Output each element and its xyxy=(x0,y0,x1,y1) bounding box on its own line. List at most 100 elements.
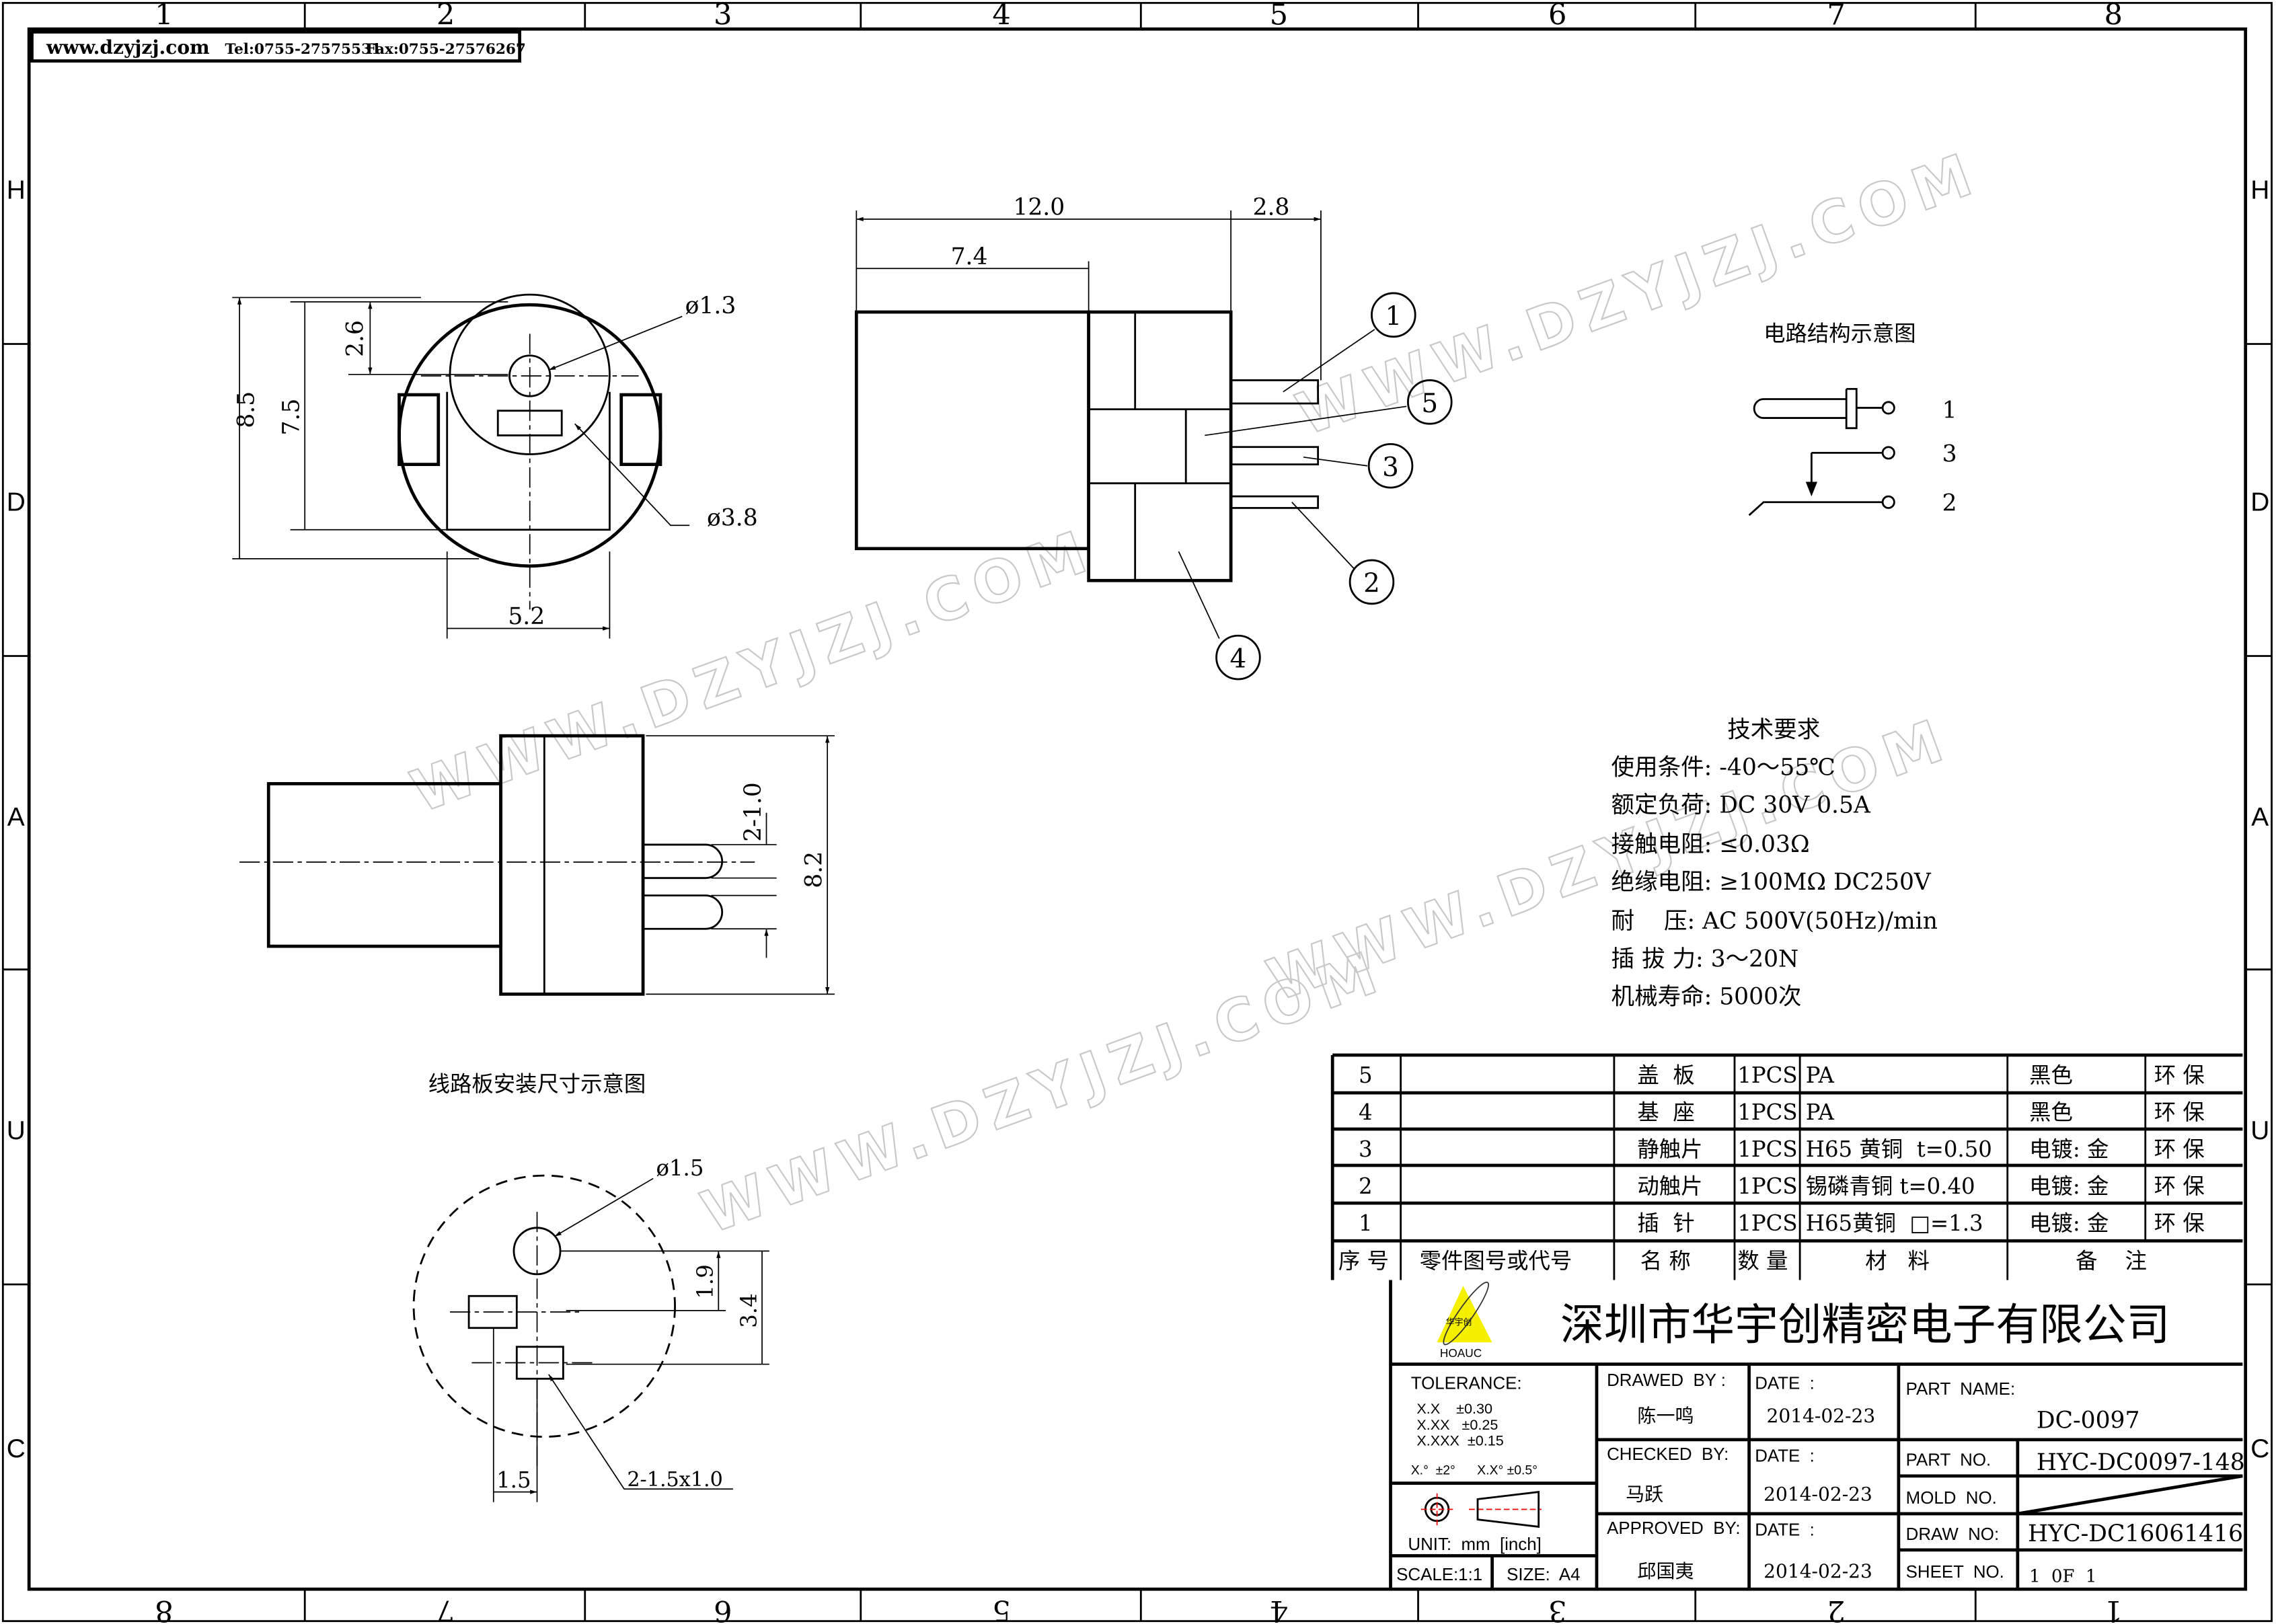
col-label: 2 xyxy=(437,0,455,32)
col-label: 4 xyxy=(992,0,1010,32)
svg-text:C: C xyxy=(2250,1434,2269,1463)
svg-text:DATE :: DATE : xyxy=(1755,1520,1815,1539)
bom-cell-no: 5 xyxy=(1359,1062,1373,1088)
bom-cell-qty: 1PCS xyxy=(1737,1136,1797,1162)
svg-text:绝缘电阻: ≥100MΩ DC250V: 绝缘电阻: ≥100MΩ DC250V xyxy=(1611,869,1932,896)
date-checked: 2014-02-23 xyxy=(1763,1483,1872,1506)
col-label: 1 xyxy=(2104,1593,2123,1624)
circuit-title: 电路结构示意图 xyxy=(1763,321,1916,346)
circuit-pin-2: 2 xyxy=(1942,490,1957,517)
dim-height: 8.5 xyxy=(233,391,260,428)
title-block: 华宇创 HOAUC 深圳市华宇创精密电子有限公司 TOLERANCE: X.X … xyxy=(1389,1280,2245,1590)
bom-cell-no: 3 xyxy=(1359,1136,1373,1162)
dim-c: 1.5 xyxy=(496,1467,531,1493)
bom-cell-qty: 1PCS xyxy=(1737,1062,1797,1088)
fax-text: Fax:0755-27576267 xyxy=(366,41,526,58)
bom-cell-qty: 1PCS xyxy=(1737,1099,1797,1125)
col-label: 8 xyxy=(2104,0,2123,32)
bom-cell-finish: 电镀: 金 xyxy=(2029,1136,2109,1162)
header-code: 零件图号或代号 xyxy=(1420,1248,1572,1274)
svg-text:A: A xyxy=(2251,803,2269,832)
svg-text:PART NO.: PART NO. xyxy=(1906,1451,1992,1470)
tel-text: Tel:0755-27575531 xyxy=(225,41,382,58)
svg-text:A: A xyxy=(7,803,25,832)
header-name: 名 称 xyxy=(1640,1248,1691,1274)
header-remarks: 备 注 xyxy=(2076,1248,2147,1274)
bom-cell-material: PA xyxy=(1806,1099,1835,1125)
bom-cell-env: 环 保 xyxy=(2154,1062,2205,1088)
dim-pin: 2.8 xyxy=(1252,194,1289,221)
dim-total: 12.0 xyxy=(1013,194,1065,221)
svg-text:X.X ±0.30: X.X ±0.30 xyxy=(1416,1400,1492,1417)
bom-cell-env: 环 保 xyxy=(2154,1099,2205,1125)
col-label: 6 xyxy=(714,1593,732,1624)
svg-text:UNIT: mm [inch]: UNIT: mm [inch] xyxy=(1408,1535,1541,1554)
col-label: 5 xyxy=(1270,0,1288,32)
header-qty: 数 量 xyxy=(1737,1248,1788,1274)
svg-text:MOLD NO.: MOLD NO. xyxy=(1906,1489,1997,1508)
tech-title: 技术要求 xyxy=(1727,716,1820,743)
svg-text:PART NAME:: PART NAME: xyxy=(1906,1380,2015,1399)
dim-body: 7.4 xyxy=(951,243,988,270)
svg-text:D: D xyxy=(2250,488,2269,517)
circuit-diagram: 电路结构示意图 132 xyxy=(1748,321,1957,517)
tech-requirements: 技术要求 使用条件: -40～55℃ 额定负荷: DC 30V 0.5A 接触电… xyxy=(1611,716,1938,1010)
date-drawed: 2014-02-23 xyxy=(1766,1405,1875,1427)
approved-by: 邱国夷 xyxy=(1637,1560,1694,1582)
website-link[interactable]: www.dzyjzj.com xyxy=(46,36,210,59)
balloon-3: 3 xyxy=(1382,453,1399,483)
dim-pads: 2-1.5x1.0 xyxy=(627,1468,723,1492)
pcb-layout: 线路板安装尺寸示意图 ø1.5 1.9 3.4 1.5 2-1.5x1.0 xyxy=(412,1071,769,1502)
svg-text:DATE :: DATE : xyxy=(1755,1374,1815,1393)
dim-height: 8.2 xyxy=(801,851,828,888)
bom-cell-qty: 1PCS xyxy=(1737,1173,1797,1199)
svg-text:HOAUC: HOAUC xyxy=(1440,1346,1482,1360)
svg-text:APPROVED BY:: APPROVED BY: xyxy=(1607,1519,1740,1538)
dim-hole-dia: ø3.8 xyxy=(707,504,758,531)
dim-b: 3.4 xyxy=(736,1293,761,1327)
bom-cell-name: 基 座 xyxy=(1637,1099,1694,1125)
front-view: 8.5 7.5 2.6 5.2 ø1.3 ø3.8 xyxy=(232,293,758,639)
header-material: 材 料 xyxy=(1865,1248,1930,1274)
bottom-view: 8.2 2-1.0 xyxy=(239,734,835,996)
bom-cell-no: 1 xyxy=(1359,1210,1373,1236)
bom-cell-name: 盖 板 xyxy=(1637,1062,1694,1088)
svg-text:额定负荷: DC 30V 0.5A: 额定负荷: DC 30V 0.5A xyxy=(1611,792,1871,819)
svg-text:D: D xyxy=(7,488,26,517)
svg-text:H: H xyxy=(7,176,26,205)
header-box: www.dzyjzj.com Tel:0755-27575531 Fax:075… xyxy=(30,30,526,63)
svg-text:X.° ±2° X.X° ±0.5°: X.° ±2° X.X° ±0.5° xyxy=(1411,1463,1538,1478)
col-label: 8 xyxy=(155,1593,173,1624)
bom-cell-name: 动触片 xyxy=(1637,1173,1702,1199)
date-approved: 2014-02-23 xyxy=(1763,1560,1872,1582)
svg-text:TOLERANCE:: TOLERANCE: xyxy=(1411,1374,1522,1393)
svg-text:SCALE:1:1: SCALE:1:1 xyxy=(1396,1565,1482,1584)
bom-cell-finish: 电镀: 金 xyxy=(2029,1210,2109,1236)
checked-by: 马跃 xyxy=(1626,1483,1663,1506)
svg-text:C: C xyxy=(7,1434,26,1463)
balloon-1: 1 xyxy=(1385,301,1402,332)
header-no: 序 号 xyxy=(1338,1248,1389,1274)
svg-text:SHEET NO.: SHEET NO. xyxy=(1906,1563,2004,1582)
tolerance-symbols xyxy=(1420,1491,1542,1528)
pcb-title: 线路板安装尺寸示意图 xyxy=(428,1071,646,1097)
side-view: 12.0 7.4 2.8 1 5 3 2 4 xyxy=(856,194,1453,681)
svg-text:插 拔 力: 3～20N: 插 拔 力: 3～20N xyxy=(1611,945,1799,972)
svg-text:华宇创: 华宇创 xyxy=(1446,1317,1472,1327)
draw-no: HYC-DC16061416 xyxy=(2028,1520,2243,1547)
bom-cell-finish: 黑色 xyxy=(2029,1062,2073,1088)
col-label: 7 xyxy=(1827,0,1845,32)
col-label: 4 xyxy=(1270,1593,1288,1624)
balloon-5: 5 xyxy=(1421,389,1438,419)
col-label: 1 xyxy=(155,0,173,32)
circuit-pin-3: 3 xyxy=(1942,440,1957,467)
col-label: 3 xyxy=(714,0,732,32)
svg-text:DRAWED BY :: DRAWED BY : xyxy=(1607,1371,1726,1390)
bom-cell-no: 2 xyxy=(1359,1173,1373,1199)
col-label: 3 xyxy=(1548,1593,1566,1624)
